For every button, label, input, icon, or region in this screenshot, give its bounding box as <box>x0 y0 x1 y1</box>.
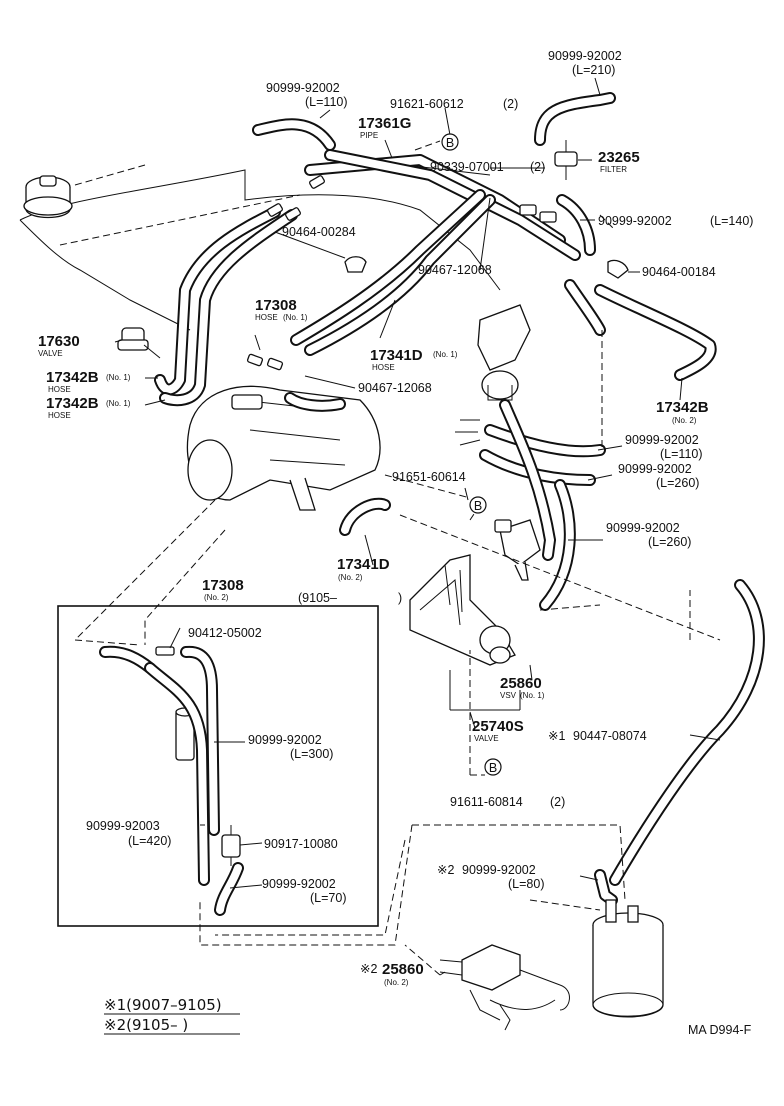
label-hose-210-len: (L=210) <box>572 63 615 77</box>
note-2: ※2(9105– ) <box>104 1016 188 1034</box>
label-hose-260b: 90999-92002 <box>606 521 680 535</box>
label-hose-17341d: 17341D <box>370 347 423 364</box>
label-hose-110-top-len: (L=110) <box>305 95 348 109</box>
label-vsv-no: (No. 1) <box>520 691 545 700</box>
label-bolt-91611-qty: (2) <box>550 795 565 809</box>
label-hose-17341d-2: 17341D <box>337 556 390 573</box>
engine-outline <box>19 164 531 511</box>
circle-b-mid-label: B <box>474 499 482 513</box>
label-hose-17342b-a-no: (No. 1) <box>106 373 131 382</box>
small-parts <box>117 140 664 1031</box>
diagram-code: MA D994-F <box>688 1023 752 1037</box>
label-hose-17341d-no: (No. 1) <box>433 350 458 359</box>
label-hose-260a: 90999-92002 <box>618 462 692 476</box>
label-clamp-90467-a: 90467-12068 <box>418 263 492 277</box>
label-valve-25740s-name: VALVE <box>474 734 499 743</box>
vacuum-cap <box>23 175 73 219</box>
label-inset-17308-no: (No. 2) <box>204 593 229 602</box>
intake-body <box>186 385 381 511</box>
label-filter-23265: 23265 <box>598 149 640 166</box>
label-hose-80-len: (L=80) <box>508 877 544 891</box>
label-hose-17341d-name: HOSE <box>372 363 395 372</box>
joint-90917 <box>221 825 241 866</box>
label-hose-17342b-b: 17342B <box>46 395 99 412</box>
label-hose-17342b-b-no: (No. 1) <box>106 399 131 408</box>
label-inset-hose-300-len: (L=300) <box>290 747 333 761</box>
charcoal-canister <box>592 899 664 1018</box>
label-clamp-90339-qty: (2) <box>530 160 545 174</box>
vsv-bracket-upper <box>455 304 531 446</box>
label-inset-range-close: ) <box>398 591 402 605</box>
label-vsv2-25860: 25860 <box>382 961 424 978</box>
label-hose-90447: 90447-08074 <box>573 729 647 743</box>
label-pipe-17361g: 17361G <box>358 115 411 132</box>
label-clip-90464-284: 90464-00284 <box>282 225 356 239</box>
valve-17630 <box>117 327 161 359</box>
label-vsv-name: VSV <box>500 691 517 700</box>
label-hose-210: 90999-92002 <box>548 49 622 63</box>
label-hose-110b-len: (L=110) <box>660 447 703 461</box>
label-hose-17308-no: (No. 1) <box>283 313 308 322</box>
label-inset-hose-300: 90999-92002 <box>248 733 322 747</box>
label-valve-17630: 17630 <box>38 333 80 350</box>
label-vsv2-no: (No. 2) <box>384 978 409 987</box>
label-hose-17342b-b-name: HOSE <box>48 411 71 420</box>
label-vsv2-mark: ※2 <box>360 962 377 976</box>
label-clamp-90339: 90339-07001 <box>430 160 504 174</box>
label-bolt-91621: 91621-60612 <box>390 97 464 111</box>
label-hose-80-mark: ※2 <box>437 863 454 877</box>
label-hose-110-top: 90999-92002 <box>266 81 340 95</box>
label-hose-140: 90999-92002 <box>598 214 672 228</box>
label-hose-17342b-2-no: (No. 2) <box>672 416 697 425</box>
label-hose-17308: 17308 <box>255 297 297 314</box>
label-inset-hose-420-len: (L=420) <box>128 834 171 848</box>
circle-b-bottom-label: B <box>489 761 497 775</box>
label-hose-17308-name: HOSE <box>255 313 278 322</box>
label-clip-90464-184: 90464-00184 <box>642 265 716 279</box>
circle-b-mid: B <box>469 496 487 514</box>
label-union-90412: 90412-05002 <box>188 626 262 640</box>
label-filter-name: FILTER <box>600 165 627 174</box>
label-valve-17630-name: VALVE <box>38 349 63 358</box>
label-inset-range: (9105– <box>298 591 337 605</box>
clip-284 <box>344 256 367 273</box>
label-hose-110b: 90999-92002 <box>625 433 699 447</box>
vsv-25860-no2 <box>439 944 570 1031</box>
filter-23265 <box>554 140 578 180</box>
hoses <box>154 92 765 906</box>
label-hose-star1-mark: ※1 <box>548 729 565 743</box>
inset-box <box>57 605 379 927</box>
label-bolt-91611: 91611-60814 <box>450 795 523 809</box>
label-hose-17342b-a: 17342B <box>46 369 99 386</box>
bracket-25740s <box>409 554 516 666</box>
label-hose-140-len: (L=140) <box>710 214 753 228</box>
label-clamp-90467-b: 90467-12068 <box>358 381 432 395</box>
label-inset-hose-70: 90999-92002 <box>262 877 336 891</box>
clip-184 <box>607 259 629 279</box>
circle-b-top-label: B <box>446 136 454 150</box>
label-hose-80: 90999-92002 <box>462 863 536 877</box>
label-joint-90917: 90917-10080 <box>264 837 338 851</box>
label-bolt-91651: 91651-60614 <box>392 470 466 484</box>
label-pipe-name: PIPE <box>360 131 378 140</box>
label-hose-260a-len: (L=260) <box>656 476 699 490</box>
label-hose-17342b-a-name: HOSE <box>48 385 71 394</box>
label-hose-17342b-2: 17342B <box>656 399 709 416</box>
label-bolt-91621-qty: (2) <box>503 97 518 111</box>
note-1: ※1(9007–9105) <box>104 996 222 1014</box>
label-valve-25740s: 25740S <box>472 718 524 735</box>
leader-lines <box>73 77 721 976</box>
labels: 90999-92002 (L=210) 90999-92002 (L=110) … <box>38 49 753 1037</box>
label-hose-260b-len: (L=260) <box>648 535 691 549</box>
label-inset-hose-70-len: (L=70) <box>310 891 346 905</box>
circle-b-bottom: B <box>484 758 502 776</box>
label-inset-17308: 17308 <box>202 577 244 594</box>
label-vsv-25860: 25860 <box>500 675 542 692</box>
label-hose-17341d-2-no: (No. 2) <box>338 573 363 582</box>
vsv-25860-no1 <box>494 519 541 581</box>
label-inset-hose-420: 90999-92003 <box>86 819 160 833</box>
circle-b-top: B <box>441 133 459 151</box>
